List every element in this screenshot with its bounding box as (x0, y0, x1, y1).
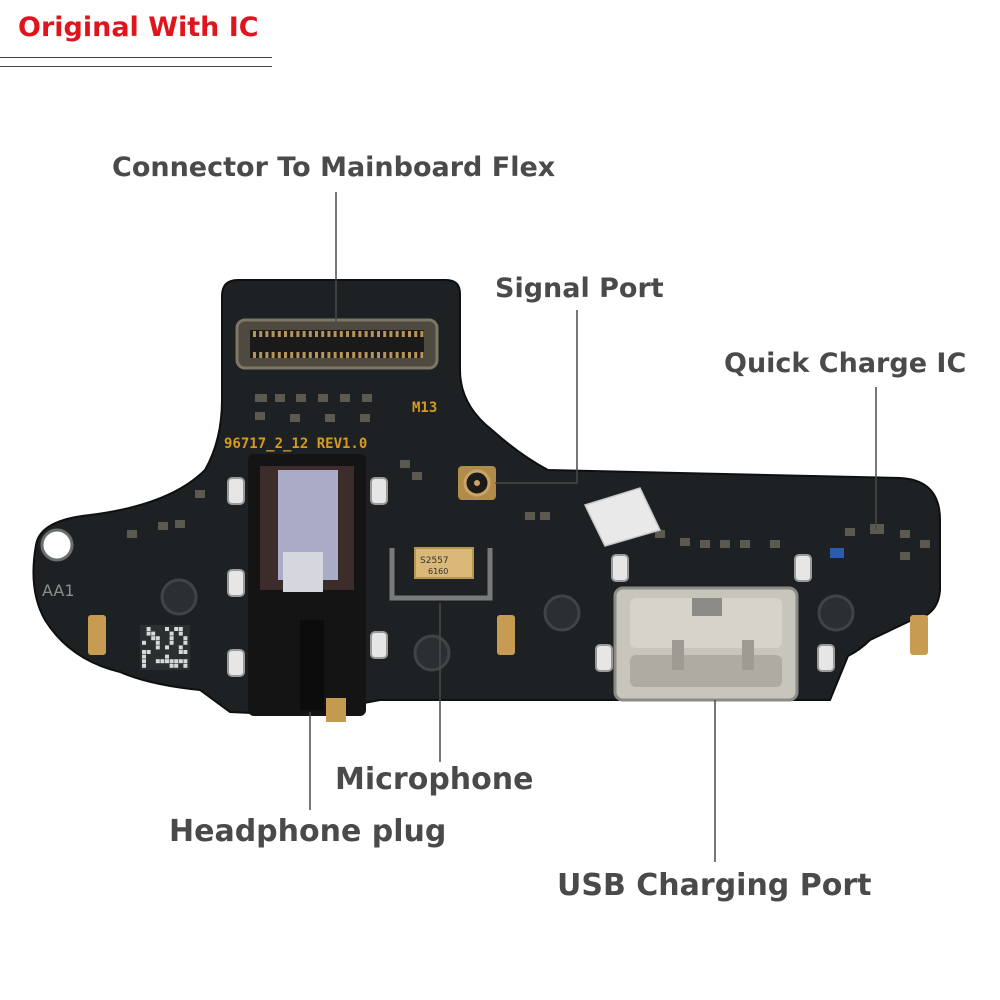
header-title: Original With IC (18, 12, 259, 43)
microphone-component: S2557 6160 (389, 547, 493, 601)
header: Original With IC (18, 12, 259, 43)
label-connector-to-mainboard-flex: Connector To Mainboard Flex (112, 152, 556, 183)
header-underline-1 (0, 57, 272, 58)
svg-text:6160: 6160 (428, 567, 448, 576)
headphone-jack (248, 454, 366, 722)
label-headphone-plug: Headphone plug (169, 814, 447, 849)
svg-text:S2557: S2557 (420, 556, 449, 566)
svg-text:M13: M13 (412, 400, 437, 416)
flex-connector (235, 318, 439, 370)
svg-text:AA1: AA1 (42, 581, 75, 600)
label-microphone: Microphone (335, 762, 534, 797)
header-underline-2 (0, 66, 272, 67)
label-signal-port: Signal Port (495, 273, 664, 304)
qr-code (140, 625, 190, 670)
usb-c-port (613, 586, 799, 702)
signal-port (458, 466, 496, 500)
svg-text:96717_2_12 REV1.0: 96717_2_12 REV1.0 (224, 436, 367, 452)
label-usb-charging-port: USB Charging Port (557, 868, 872, 903)
label-quick-charge-ic: Quick Charge IC (724, 348, 967, 379)
